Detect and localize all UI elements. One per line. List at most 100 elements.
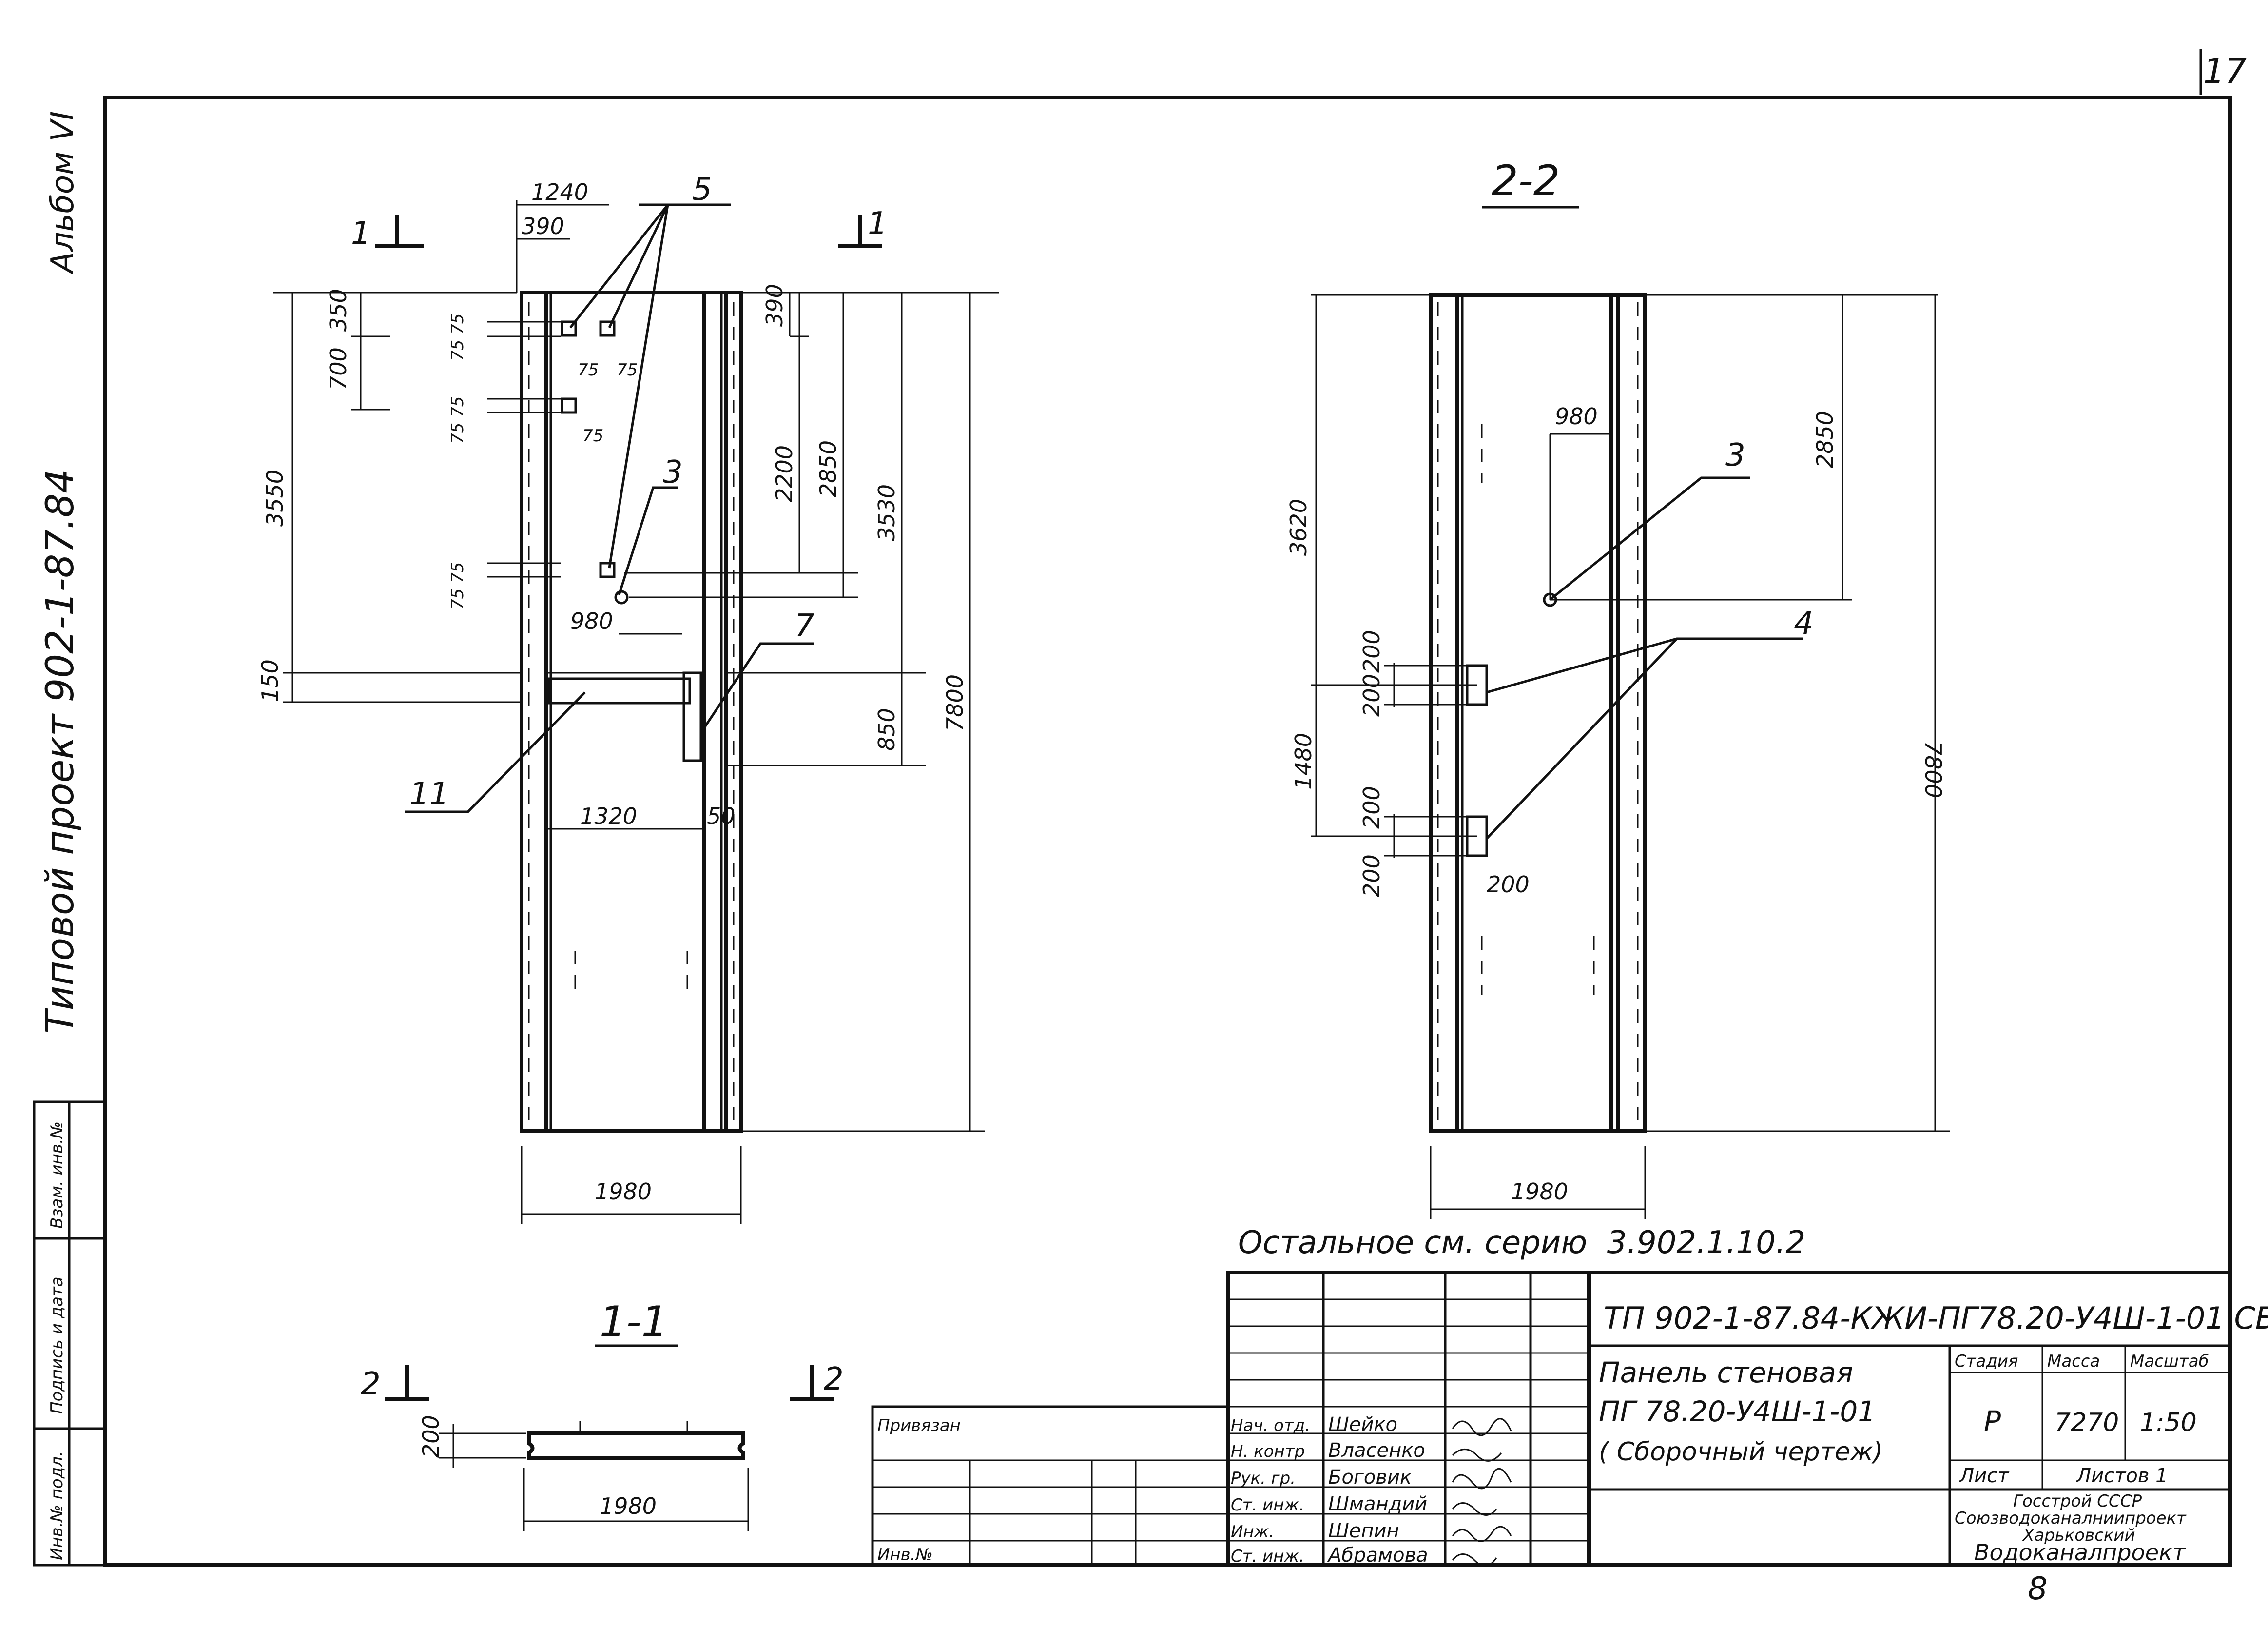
role-4: Инж. <box>1231 1522 1274 1542</box>
callout-3-side: 3 <box>1725 437 1745 473</box>
view-title-1-1: 1-1 <box>600 1297 668 1346</box>
footer-number: 8 <box>2028 1571 2048 1607</box>
album-label: Альбом VI <box>45 111 81 275</box>
callout-5: 5 <box>692 172 712 208</box>
project-label: Типовой проект 902-1-87.84 <box>39 469 82 1034</box>
org-line-1: Госстрой СССР <box>2013 1491 2142 1511</box>
series-note: Остальное см. серию 3.902.1.10.2 <box>1238 1225 1805 1261</box>
org-line-2: Союзводоканалниипроект <box>1955 1509 2187 1528</box>
dim-390-right: 390 <box>761 284 788 327</box>
dim-75-b: 75 <box>617 360 638 380</box>
dim-200-c: 200 <box>1358 786 1385 829</box>
panel-outline-front <box>520 291 743 1133</box>
role-3: Ст. инж. <box>1231 1495 1304 1515</box>
callout-7: 7 <box>795 608 814 644</box>
dim-75-c: 75 <box>582 426 603 446</box>
dim-75-75-a: 75 75 <box>448 314 467 361</box>
title-line-2: ПГ 78.20-У4Ш-1-01 <box>1599 1395 1876 1428</box>
role-1: Н. контр <box>1231 1442 1305 1461</box>
view-title-2-2: 2-2 <box>1492 157 1560 205</box>
dim-1240: 1240 <box>531 179 588 205</box>
col-stage: Стадия <box>1955 1352 2018 1371</box>
dim-1980-side: 1980 <box>1511 1178 1568 1205</box>
dim-1320: 1320 <box>580 803 637 829</box>
dim-3620: 3620 <box>1285 499 1312 556</box>
role-0: Нач. отд. <box>1231 1416 1310 1435</box>
dim-200-a: 200 <box>1358 630 1385 673</box>
dim-75-a: 75 <box>578 360 599 380</box>
title-block: Привязан Инв.№ Нач. отд. Шейко Н. контр … <box>871 1271 2268 1567</box>
side-stamp-col1: Инв.№ подл. <box>47 1451 67 1560</box>
sheet-label: Лист <box>1958 1465 2010 1487</box>
section-mark-2-left: 2 <box>361 1366 381 1402</box>
dim-150: 150 <box>257 659 283 702</box>
section-mark-1-right: 1 <box>868 206 888 242</box>
dim-390: 390 <box>522 213 564 239</box>
doc-code: ТП 902-1-87.84-КЖИ-ПГ78.20-У4Ш-1-01 СБ <box>1604 1300 2268 1336</box>
page-number: 17 <box>2203 51 2247 91</box>
inv-label: Инв.№ <box>877 1545 933 1565</box>
side-stamp-col2: Подпись и дата <box>47 1276 67 1414</box>
sec-dim-1980: 1980 <box>600 1493 657 1519</box>
mass-value: 7270 <box>2055 1408 2119 1437</box>
callout-4: 4 <box>1794 606 1814 642</box>
dim-3550: 3550 <box>262 470 288 527</box>
dim-75-75-b: 75 75 <box>448 396 467 444</box>
dim-50: 50 <box>707 803 736 829</box>
dim-980-front: 980 <box>570 608 613 634</box>
section-mark-2-right: 2 <box>824 1361 844 1397</box>
dim-1480: 1480 <box>1290 733 1317 790</box>
name-3: Шмандий <box>1328 1493 1427 1515</box>
dim-200-d: 200 <box>1358 854 1385 897</box>
side-stamp: Взам. инв.№ Подпись и дата Инв.№ подл. <box>33 1100 106 1567</box>
plate-1 <box>561 320 577 337</box>
bracket-7 <box>682 671 702 762</box>
side-view-2-2: 2-2 <box>1285 157 1950 1219</box>
dim-200-e: 200 <box>1487 871 1530 898</box>
dim-850: 850 <box>873 708 900 751</box>
linked-label: Привязан <box>877 1416 961 1435</box>
dim-2200: 2200 <box>771 445 797 502</box>
dim-75-75-c: 75 75 <box>448 562 467 609</box>
dim-980-side: 980 <box>1555 403 1598 430</box>
section-profile <box>527 1431 745 1460</box>
callout-11: 11 <box>409 776 449 812</box>
name-1: Власенко <box>1328 1439 1425 1462</box>
dim-350: 350 <box>325 289 351 332</box>
beam-11 <box>547 677 691 705</box>
name-4: Шепин <box>1328 1520 1399 1542</box>
dim-200-b: 200 <box>1358 674 1385 717</box>
title-line-3: ( Сборочный чертеж) <box>1599 1437 1883 1467</box>
side-stamp-col3: Взам. инв.№ <box>47 1121 67 1229</box>
role-5: Ст. инж. <box>1231 1547 1304 1566</box>
org-line-3: Харьковский <box>2022 1526 2135 1545</box>
dim-7800-side: 7800 <box>1920 741 1946 798</box>
dim-3530: 3530 <box>873 484 900 541</box>
plate-4 <box>599 562 616 578</box>
dim-2850-side: 2850 <box>1812 411 1838 468</box>
section-mark-1-left: 1 <box>351 216 371 252</box>
col-scale: Масштаб <box>2130 1352 2209 1371</box>
title-line-1: Панель стеновая <box>1599 1356 1853 1389</box>
org-line-4: Водоканалпроект <box>1974 1539 2186 1566</box>
sheets-label: Листов 1 <box>2075 1465 2168 1487</box>
role-2: Рук. гр. <box>1231 1469 1296 1488</box>
plate-3 <box>561 397 577 414</box>
dim-7800-front: 7800 <box>942 674 968 731</box>
col-mass: Масса <box>2047 1352 2100 1371</box>
dim-2850-front: 2850 <box>815 440 841 497</box>
plate-2 <box>599 320 616 337</box>
signatures <box>1452 1418 1512 1567</box>
section-1-1: 1-1 2 2 200 1980 <box>361 1297 844 1531</box>
dim-700: 700 <box>325 347 351 390</box>
name-0: Шейко <box>1328 1413 1397 1436</box>
sec-dim-200: 200 <box>418 1415 444 1458</box>
scale-value: 1:50 <box>2140 1408 2197 1437</box>
lifting-point <box>614 590 629 605</box>
stage-value: Р <box>1984 1405 2001 1438</box>
dim-1980-front: 1980 <box>595 1178 652 1205</box>
name-2: Боговик <box>1328 1466 1412 1489</box>
name-5: Абрамова <box>1327 1544 1428 1567</box>
callout-3-front: 3 <box>663 454 683 490</box>
